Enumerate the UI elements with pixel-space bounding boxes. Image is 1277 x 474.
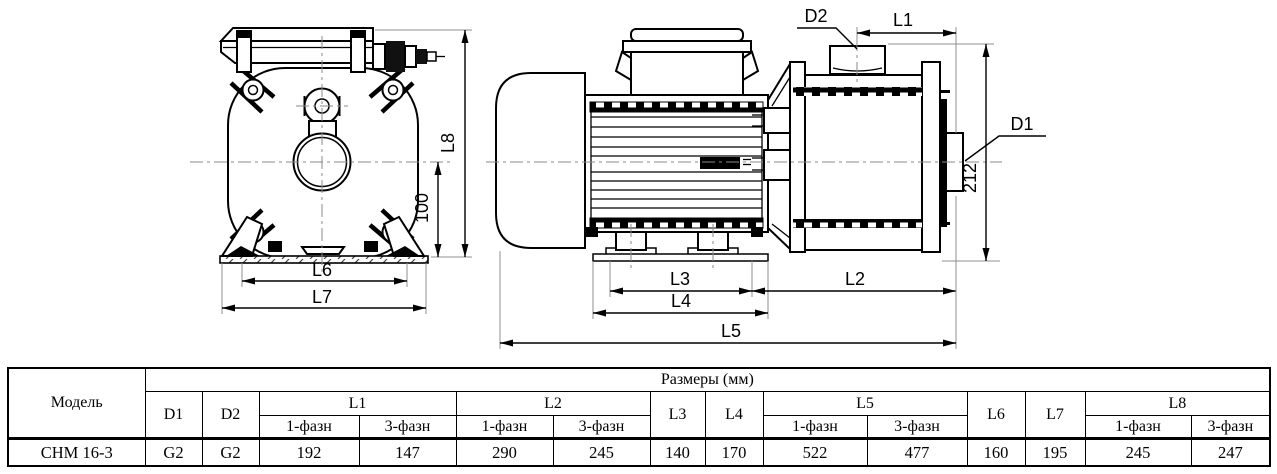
cell-l4: 170	[704, 437, 764, 467]
pump-barrel	[789, 45, 964, 253]
dim-label-l7: L7	[312, 287, 332, 307]
side-dimensions: D2 L1 212 D1 L3 L4 L2 L5	[499, 6, 1046, 349]
dim-label-100: 100	[412, 193, 432, 223]
cell-model: CHM 16-3	[7, 437, 146, 467]
cell-l3: 140	[649, 437, 706, 467]
dim-label-l3: L3	[670, 269, 690, 289]
dim-label-d2: D2	[804, 6, 827, 26]
header-l8: L8	[1084, 391, 1271, 416]
header-l7: L7	[1024, 391, 1086, 439]
dim-label-l4: L4	[671, 291, 691, 311]
mounting-feet-front	[219, 215, 429, 264]
motor-fins	[591, 116, 762, 209]
header-sizes-mm: Размеры (мм)	[144, 367, 1271, 392]
cell-l5-1phase: 522	[762, 437, 868, 467]
dim-label-l8: L8	[438, 133, 458, 153]
dim-label-l2: L2	[845, 269, 865, 289]
header-l5: L5	[762, 391, 968, 416]
cell-l8-3phase: 247	[1190, 437, 1271, 467]
header-d2: D2	[201, 391, 260, 439]
header-l8-3phase: 3-фазн	[1190, 415, 1271, 439]
cell-l2-3phase: 245	[552, 437, 651, 467]
dim-label-212: 212	[960, 163, 980, 193]
front-view	[190, 27, 452, 272]
cell-l8-1phase: 245	[1084, 437, 1192, 467]
header-l5-1phase: 1-фазн	[762, 415, 868, 439]
header-d1: D1	[144, 391, 203, 439]
header-l5-3phase: 3-фазн	[866, 415, 968, 439]
dim-label-l6: L6	[312, 260, 332, 280]
cell-l2-1phase: 290	[455, 437, 554, 467]
nameplate-slot	[700, 157, 740, 169]
header-l1: L1	[258, 391, 457, 416]
side-view	[486, 28, 1002, 268]
cell-d2: G2	[201, 437, 260, 467]
table-row: CHM 16-3 G2 G2 192 147 290 245 140 170 5…	[7, 437, 1271, 467]
header-l2-1phase: 1-фазн	[455, 415, 554, 439]
dimensions-table: Модель Размеры (мм) D1 D2 L1 L2 L3 L4 L5…	[7, 367, 1272, 467]
baseplate-side	[592, 253, 769, 262]
dim-label-d1: D1	[1010, 114, 1033, 134]
pump-bracket	[752, 63, 791, 250]
pump-technical-drawing: L8 100 L6 L7	[190, 6, 1046, 349]
motor-frame	[584, 94, 769, 233]
header-l1-1phase: 1-фазн	[258, 415, 360, 439]
header-l8-1phase: 1-фазн	[1084, 415, 1192, 439]
header-model: Модель	[7, 367, 146, 439]
terminal-box-front	[218, 27, 445, 73]
cell-l5-3phase: 477	[866, 437, 968, 467]
cell-l1-1phase: 192	[258, 437, 360, 467]
dim-label-l5: L5	[721, 321, 741, 341]
terminal-box-side	[614, 28, 760, 96]
front-dimensions: L8 100 L6 L7	[221, 29, 472, 314]
header-l4: L4	[704, 391, 764, 439]
header-l3: L3	[649, 391, 706, 439]
dim-label-l1: L1	[893, 10, 913, 30]
cell-l7: 195	[1024, 437, 1086, 467]
cell-l1-3phase: 147	[358, 437, 457, 467]
header-l6: L6	[966, 391, 1026, 439]
header-l2-3phase: 3-фазн	[552, 415, 651, 439]
fan-cover	[495, 72, 586, 249]
cell-l6: 160	[966, 437, 1026, 467]
header-l2: L2	[455, 391, 651, 416]
cable-gland	[372, 41, 445, 72]
cell-d1: G2	[144, 437, 203, 467]
header-l1-3phase: 3-фазн	[358, 415, 457, 439]
